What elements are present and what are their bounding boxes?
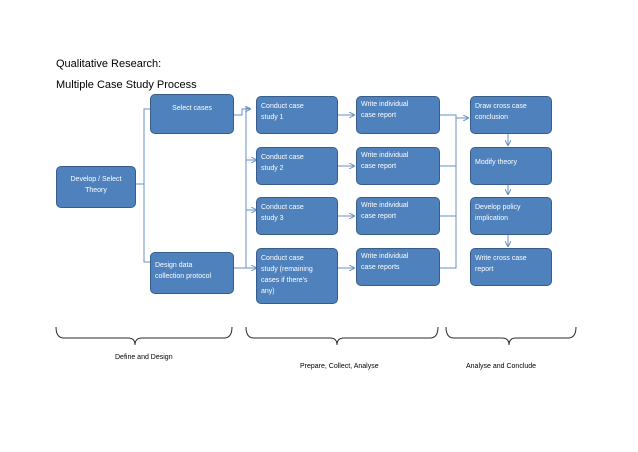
modify-theory-box: Modify theory [470,147,552,185]
connector-protocol [234,107,250,269]
case-study-1-box: Conduct case study 1 [256,96,338,134]
connector-select [234,109,250,116]
case-study-remaining-box: Conduct case study (remaining cases if t… [256,248,338,304]
cross-case-conclusion-box: Draw cross case conclusion [470,96,552,134]
brace-analyse [445,326,577,346]
case-report-3-box: Write individual case report [356,197,440,235]
case-study-3-box: Conduct case study 3 [256,197,338,235]
cross-case-report-box: Write cross case report [470,248,552,286]
title-line-1: Qualitative Research: [56,58,162,70]
brace-define [55,326,233,346]
phase-define-label: Define and Design [115,354,173,361]
case-report-2-box: Write individual case report [356,147,440,185]
phase-prepare-label: Prepare, Collect, Analyse [300,363,379,370]
connector-develop [136,108,150,185]
case-study-2-box: Conduct case study 2 [256,147,338,185]
select-cases-box: Select cases [150,94,234,134]
brace-prepare [245,326,439,346]
case-reports-remaining-box: Write individual case reports [356,248,440,286]
policy-implication-box: Develop policy implication [470,197,552,235]
develop-theory-box: Develop / Select Theory [56,166,136,208]
phase-analyse-label: Analyse and Conclude [466,363,537,370]
connector-develop-design [143,184,150,263]
connector-reports [440,114,457,269]
case-report-1-box: Write individual case report [356,96,440,134]
title-line-2: Multiple Case Study Process [56,79,197,91]
design-protocol-box: Design data collection protocol [150,252,234,294]
